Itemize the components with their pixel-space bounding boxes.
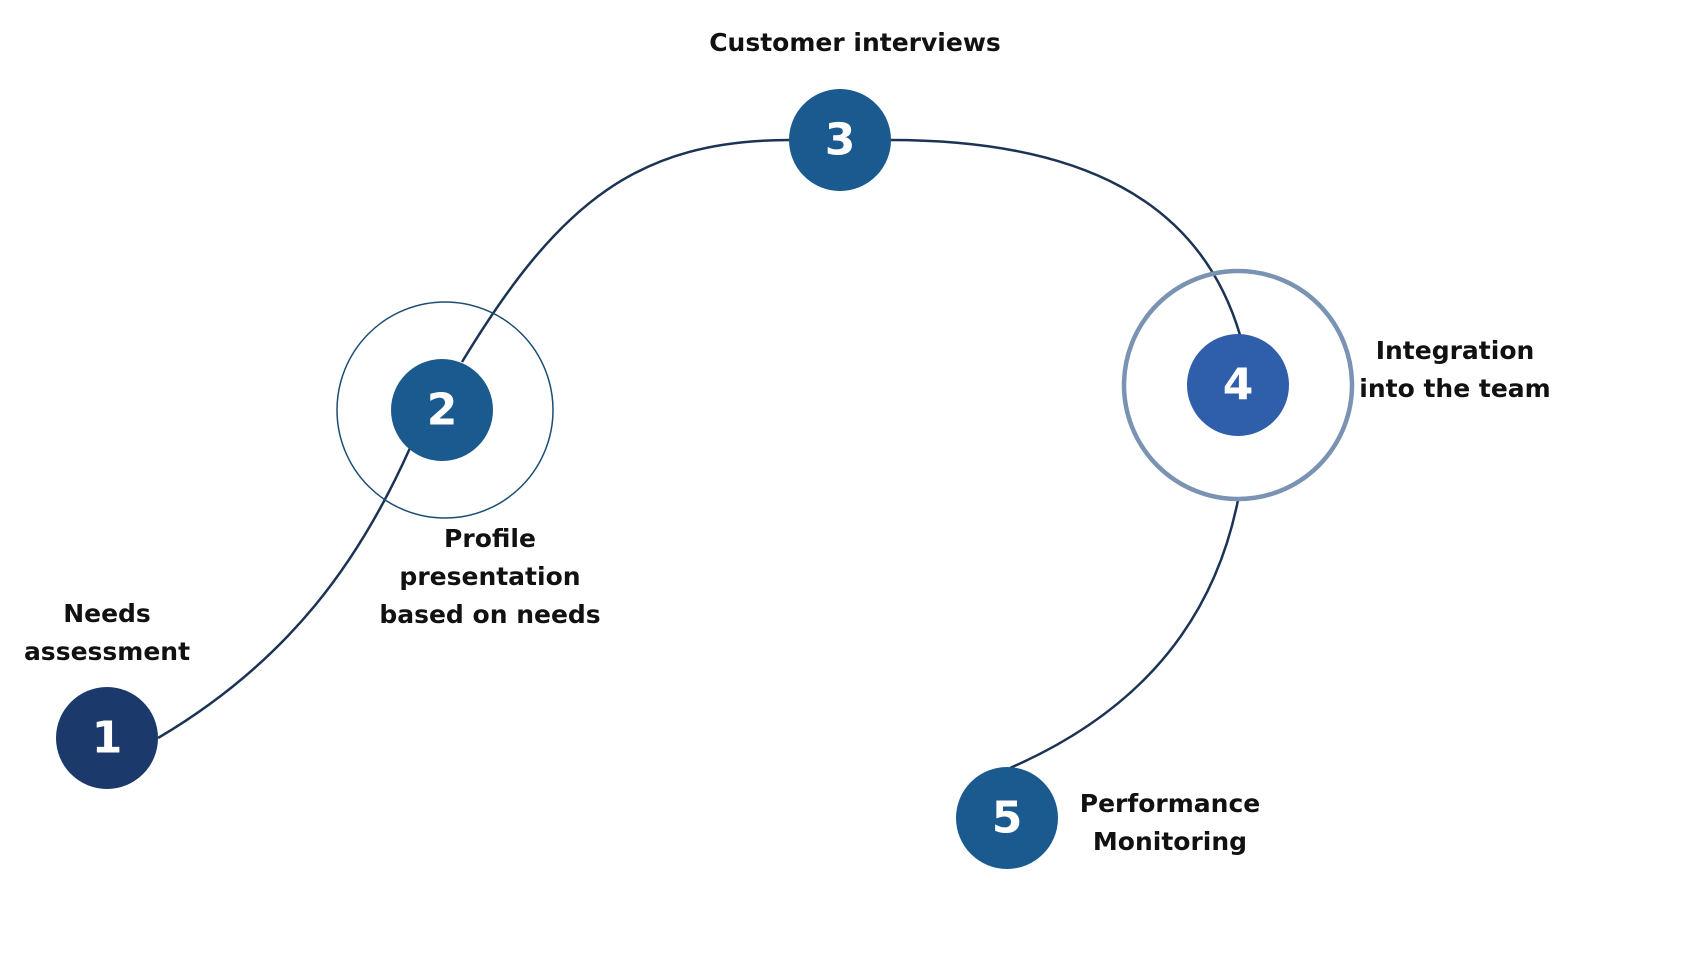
step-1-label-line-2: assessment xyxy=(23,637,191,666)
step-2-label-line-3: based on needs xyxy=(379,600,601,629)
connector-1-2 xyxy=(157,447,412,740)
step-3-number: 3 xyxy=(825,115,856,166)
step-5-number: 5 xyxy=(992,793,1023,844)
step-5-label-line-1: Performance xyxy=(1079,789,1261,818)
step-3-label-line-1: Customer interviews xyxy=(709,28,1001,57)
step-3-circle xyxy=(789,89,891,191)
step-2-number: 2 xyxy=(427,385,458,436)
step-4-ring xyxy=(1121,268,1355,502)
step-3-label: Customer interviews xyxy=(690,24,1020,62)
connector-4-5 xyxy=(1009,499,1240,770)
step-4-node: 4 xyxy=(1187,334,1289,436)
step-1-label-line-1: Needs xyxy=(63,599,151,628)
step-1-label: Needs assessment xyxy=(17,595,197,671)
step-2-label-line-1: Profile xyxy=(444,524,536,553)
step-4-label-line-2: into the team xyxy=(1359,374,1551,403)
step-4-circle xyxy=(1187,334,1289,436)
connector-3-4 xyxy=(889,138,1242,336)
step-4-label: Integration into the team xyxy=(1345,332,1565,408)
step-1-node: 1 xyxy=(56,687,158,789)
step-2-node: 2 xyxy=(391,359,493,461)
step-1-number: 1 xyxy=(92,713,123,764)
step-5-label-line-2: Monitoring xyxy=(1092,827,1248,856)
step-1-circle xyxy=(56,687,158,789)
step-3-node: 3 xyxy=(789,89,891,191)
step-2-label: Profile presentation based on needs xyxy=(375,520,605,634)
step-4-label-line-1: Integration xyxy=(1375,336,1535,365)
step-5-label: Performance Monitoring xyxy=(1070,785,1270,861)
step-5-circle xyxy=(956,767,1058,869)
connector-2-3 xyxy=(460,138,791,363)
step-2-ring xyxy=(336,301,554,519)
step-4-number: 4 xyxy=(1223,360,1254,411)
step-2-circle xyxy=(391,359,493,461)
step-5-node: 5 xyxy=(956,767,1058,869)
step-2-label-line-2: presentation xyxy=(399,562,581,591)
